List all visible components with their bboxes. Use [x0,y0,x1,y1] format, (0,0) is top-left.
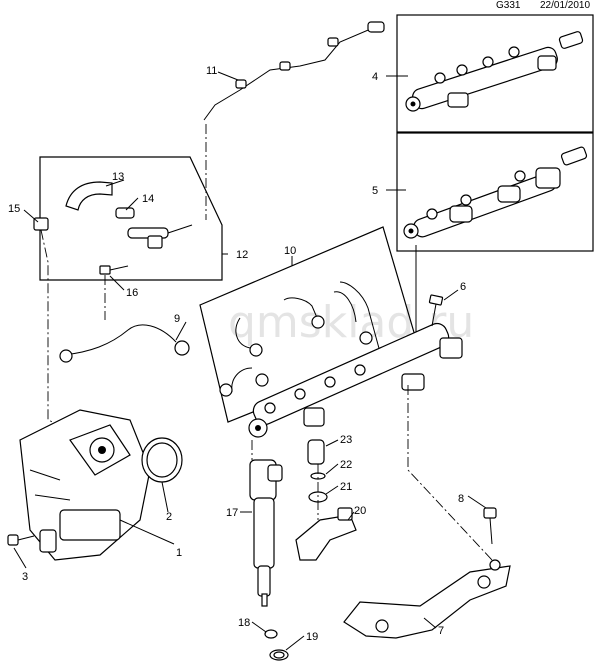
callout-7: 7 [438,625,444,637]
callout-18: 18 [238,617,250,629]
callout-23: 23 [340,434,352,446]
callout-4: 4 [372,71,378,83]
callout-8: 8 [458,493,464,505]
diagram-code: G331 [496,0,521,11]
box-leak-off-kit [39,156,223,281]
inset-box-rail-a [396,14,594,133]
callout-20: 20 [354,505,366,517]
bolt-6 [428,294,444,327]
guide-line-rail-bracket [407,385,493,561]
fuel-rail-b [403,146,588,239]
diagram-date: 22/01/2010 [540,0,591,11]
high-pressure-line [63,324,177,356]
callout-6: 6 [460,281,466,293]
leader-lines [13,71,487,651]
inset-box-rail-b [396,132,594,252]
callout-3: 3 [22,571,28,583]
fuel-rail-a [405,31,584,112]
leak-off-hose [33,181,193,275]
callout-21: 21 [340,481,352,493]
callout-13: 13 [112,171,124,183]
callout-1: 1 [176,547,182,559]
washer-18 [264,629,278,639]
callout-19: 19 [306,631,318,643]
clamp-20 [295,507,357,561]
callout-14: 14 [142,193,154,205]
callout-5: 5 [372,185,378,197]
callout-16: 16 [126,287,138,299]
callout-11: 11 [206,65,217,77]
bolt-8 [483,507,497,545]
return-line [203,24,381,121]
main-fuel-rail [248,322,463,438]
injector-17 [249,459,283,607]
sleeve-23 [307,439,325,465]
guide-line-15 [40,229,61,426]
callout-22: 22 [340,459,352,471]
callout-12: 12 [236,249,248,261]
callout-2: 2 [166,511,172,523]
callout-9: 9 [174,313,180,325]
high-pressure-pump [19,409,151,561]
bracket-7 [343,559,511,639]
callout-15: 15 [8,203,20,215]
callout-17: 17 [226,507,238,519]
bolt-3 [7,534,35,546]
callout-10: 10 [284,245,296,257]
